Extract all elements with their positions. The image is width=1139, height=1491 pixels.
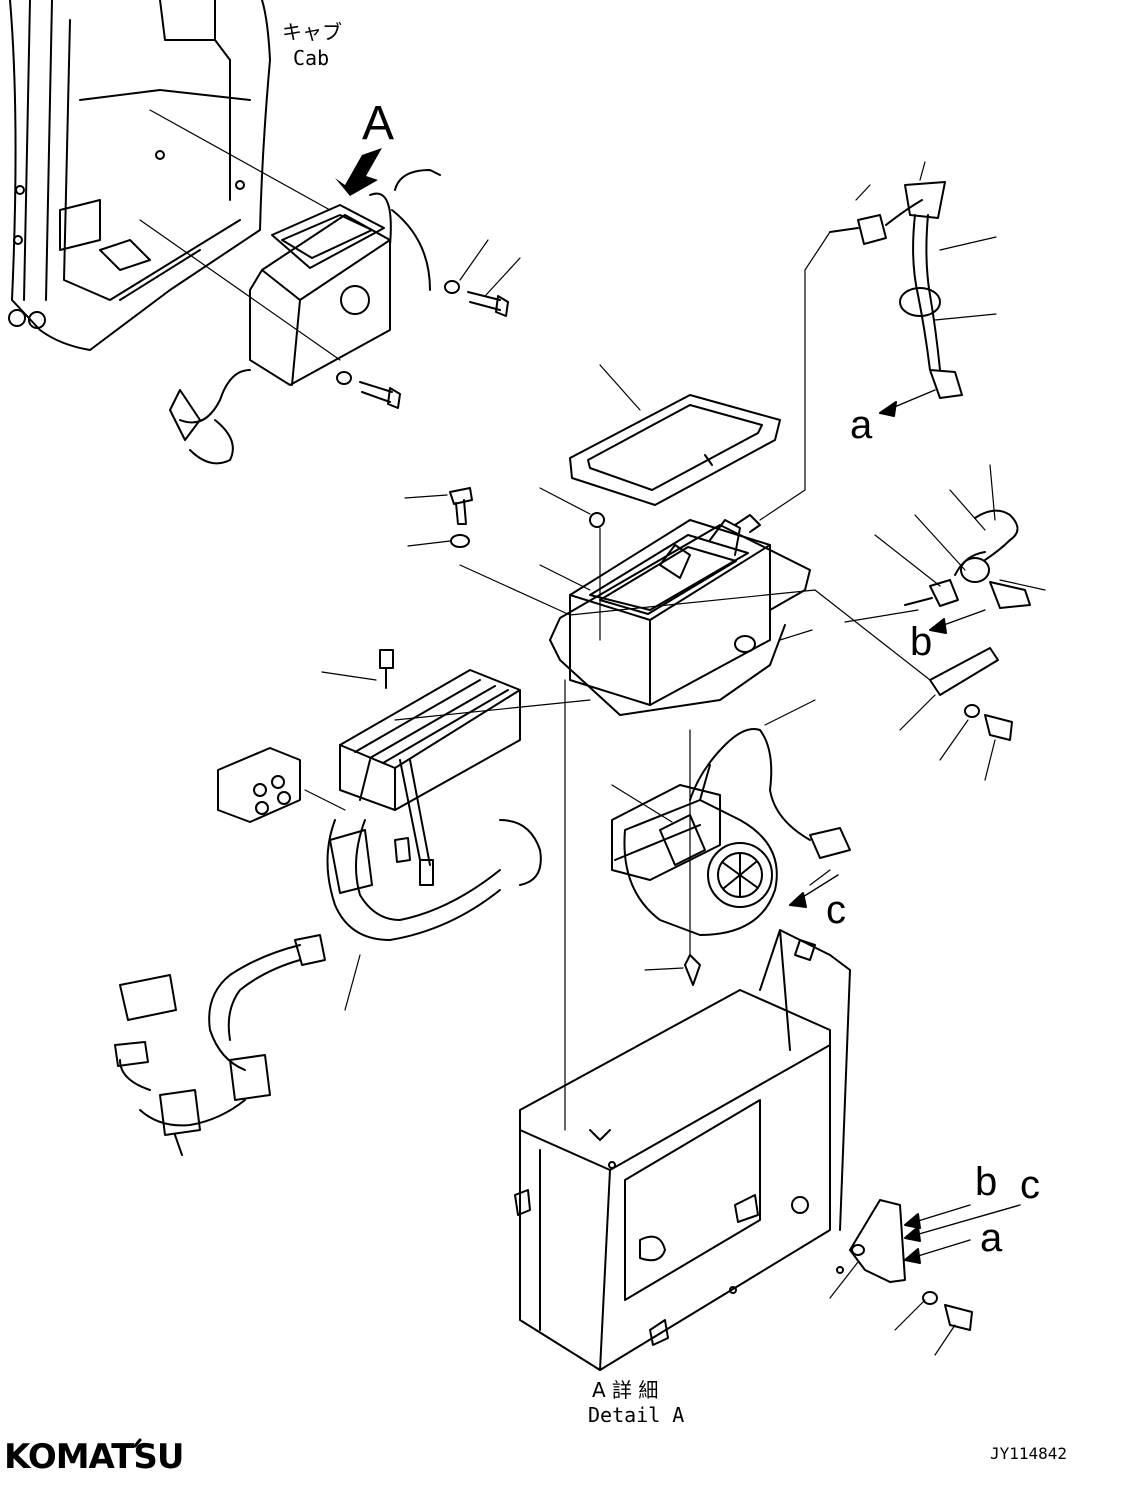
console-frame xyxy=(514,929,851,1371)
heater-core xyxy=(321,649,591,811)
bracket-lower-right xyxy=(829,1199,973,1356)
cab-label-en: Cab xyxy=(293,46,330,70)
cab-label-jp: キャブ xyxy=(282,20,342,44)
blower-motor xyxy=(611,699,851,986)
callout-b-bottom: b xyxy=(975,1160,998,1204)
callout-c-bottom: c xyxy=(1020,1163,1040,1207)
seal-gasket xyxy=(569,364,781,506)
detail-caption-en: Detail A xyxy=(588,1403,685,1427)
callout-c-mid: c xyxy=(826,888,846,932)
detail-marker-a: A xyxy=(362,97,395,150)
arrows-to-bca-bottom xyxy=(904,1204,1021,1264)
arrow-to-a-top xyxy=(879,389,936,417)
komatsu-logo-mark xyxy=(133,1438,142,1448)
arrow-to-b-mid xyxy=(929,609,986,634)
cab-heater-unit xyxy=(169,169,441,465)
detail-a-arrow xyxy=(335,148,382,196)
harness-right-b xyxy=(844,464,1046,623)
harness-top-right xyxy=(759,161,997,521)
komatsu-logo: KOMATSU xyxy=(4,1437,185,1477)
callout-b-mid: b xyxy=(910,620,933,664)
callout-a-top: a xyxy=(850,403,873,447)
cab-bolts xyxy=(336,239,521,409)
arrow-to-c-mid xyxy=(789,874,839,908)
drawing-number: JY114842 xyxy=(990,1444,1068,1463)
cover-plate xyxy=(899,647,1013,781)
detail-caption-jp: A 詳 細 xyxy=(592,1378,659,1402)
cab-frame xyxy=(8,0,341,361)
heater-case xyxy=(459,514,931,1131)
main-harness xyxy=(114,759,542,1156)
case-plug-and-bolt xyxy=(404,487,605,641)
water-valve xyxy=(217,747,346,823)
callout-a-bottom: a xyxy=(980,1216,1003,1260)
